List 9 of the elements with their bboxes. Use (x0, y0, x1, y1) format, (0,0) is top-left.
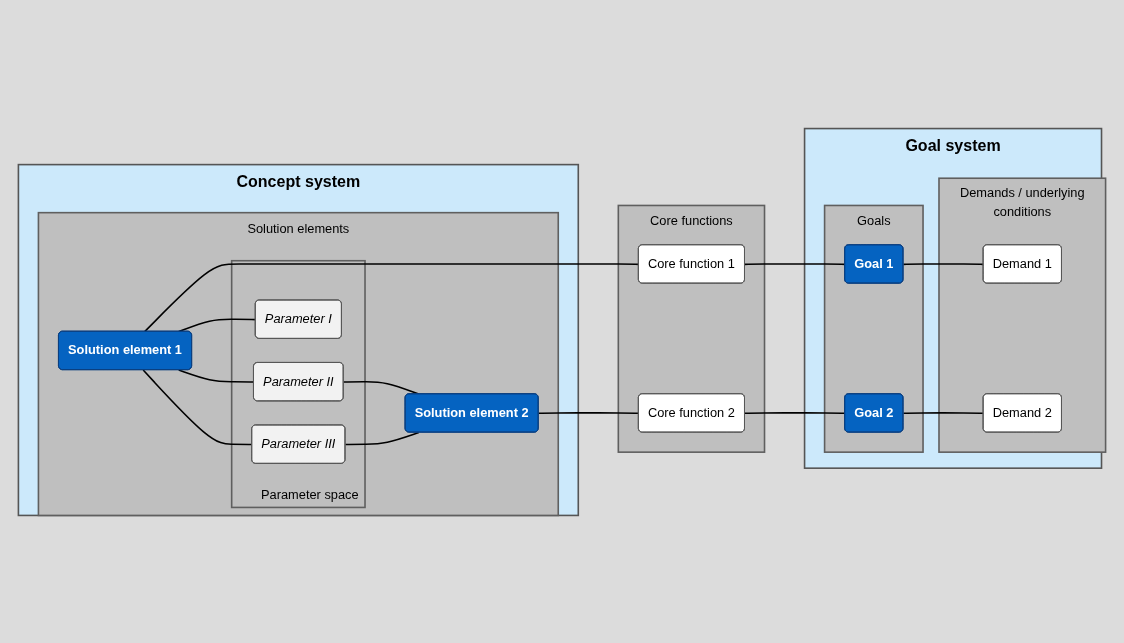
connector (902, 411, 985, 414)
connector (744, 262, 846, 265)
connector (344, 431, 420, 445)
connector (537, 411, 640, 414)
connector (142, 368, 253, 445)
connector (744, 411, 846, 414)
connector (902, 262, 985, 265)
connector (143, 262, 640, 332)
connector (177, 368, 255, 383)
